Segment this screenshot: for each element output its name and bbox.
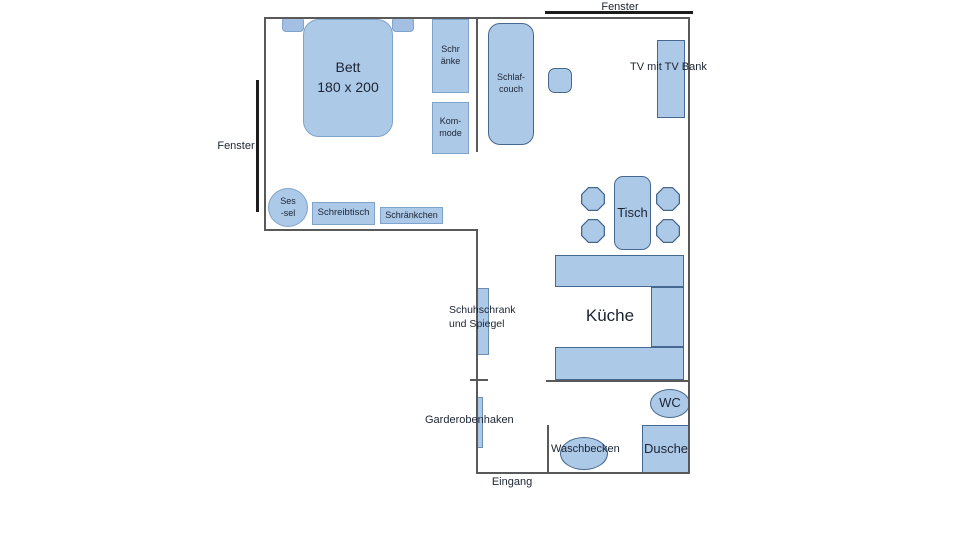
window-label-top: Fenster	[601, 1, 639, 13]
small-cabinet: Schränkchen	[380, 207, 443, 224]
kitchen-counter-right	[651, 287, 684, 347]
wardrobe-label: Schr änke	[440, 44, 461, 66]
wall-bedroom-bottom	[264, 229, 478, 231]
desk: Schreibtisch	[312, 202, 375, 225]
wall-sleeping-divider	[476, 18, 478, 152]
dining-chair	[656, 219, 680, 243]
window-label-left: Fenster	[217, 140, 255, 152]
coat-hooks-label: Garderobenhaken	[425, 414, 514, 426]
dining-chair	[656, 187, 680, 211]
wall-left-lower	[476, 229, 478, 474]
tv-bench-label: TV mit TV Bank	[630, 61, 707, 73]
kitchen-label: Küche	[585, 306, 635, 325]
bed: Bett 180 x 200	[303, 19, 393, 137]
dining-table: Tisch	[614, 176, 651, 250]
desk-label: Schreibtisch	[317, 207, 370, 219]
wall-bath-left	[547, 425, 549, 474]
armchair: Ses -sel	[268, 188, 308, 227]
toilet-label: WC	[659, 395, 681, 411]
shower: Dusche	[642, 425, 690, 473]
shoe-cabinet-label: Schuhschrank und Spiegel	[449, 304, 516, 330]
bed-label: Bett 180 x 200	[317, 59, 379, 95]
dresser-label: Kom- mode	[439, 116, 462, 138]
wall-bath-top	[546, 380, 690, 382]
dining-chair	[581, 187, 605, 211]
dresser: Kom- mode	[432, 102, 469, 154]
sleeping-couch-label: Schlaf- couch	[496, 72, 525, 94]
bed-pillow-left	[282, 17, 304, 32]
dining-chair	[581, 219, 605, 243]
wall-left-upper	[264, 17, 266, 231]
wall-door-marker	[470, 379, 488, 381]
shower-label: Dusche	[643, 440, 689, 456]
kitchen-counter-top	[555, 255, 684, 287]
small-cabinet-label: Schränkchen	[385, 209, 438, 220]
wall-right	[688, 17, 690, 474]
toilet: WC	[650, 389, 690, 418]
window-marker-top	[545, 11, 693, 14]
dining-table-label: Tisch	[617, 204, 648, 220]
kitchen-counter-bottom	[555, 347, 684, 380]
window-marker-left	[256, 80, 259, 212]
armchair-label: Ses -sel	[280, 195, 296, 218]
wall-bottom	[476, 472, 690, 474]
washbasin	[560, 437, 608, 470]
wardrobe: Schr änke	[432, 19, 469, 93]
washbasin-label: Waschbecken	[551, 443, 620, 455]
tv-bench	[657, 40, 685, 118]
side-table	[548, 68, 572, 93]
sleeping-couch: Schlaf- couch	[488, 23, 534, 145]
bed-pillow-right	[392, 17, 414, 32]
entrance-label: Eingang	[491, 476, 533, 488]
